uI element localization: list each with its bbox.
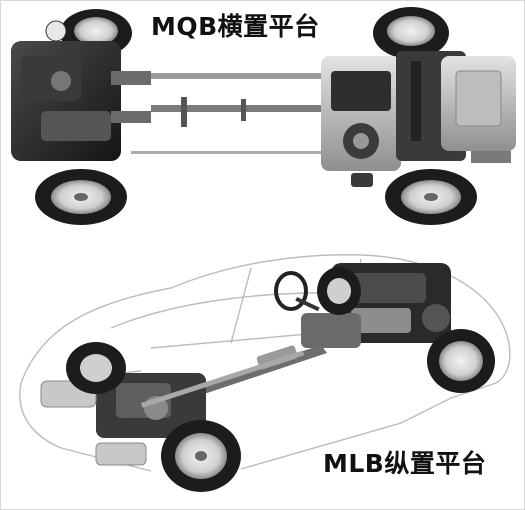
mlb-chassis-photo: MLB纵置平台 xyxy=(1,233,524,509)
rear-upper-wheel xyxy=(66,342,126,394)
mqb-chassis-illustration xyxy=(11,7,516,225)
mlb-chassis-illustration xyxy=(19,254,511,492)
front-left-wheel xyxy=(427,329,495,393)
front-bottom-wheel xyxy=(385,169,477,225)
mlb-caption: MLB纵置平台 xyxy=(323,449,487,478)
drive-rods xyxy=(131,73,331,154)
front-right-wheel xyxy=(317,267,361,315)
rear-lower-wheel xyxy=(161,420,241,492)
front-engine-block xyxy=(301,263,451,348)
rear-axle-assembly xyxy=(96,373,206,438)
mqb-caption: MQB横置平台 xyxy=(151,12,320,41)
rear-bottom-wheel xyxy=(35,169,127,225)
steering-wheel xyxy=(274,271,320,312)
rear-suspension xyxy=(11,20,151,161)
front-engine-block xyxy=(321,51,516,171)
front-top-wheel xyxy=(373,7,449,59)
mqb-chassis-photo: MQB横置平台 xyxy=(1,1,524,233)
